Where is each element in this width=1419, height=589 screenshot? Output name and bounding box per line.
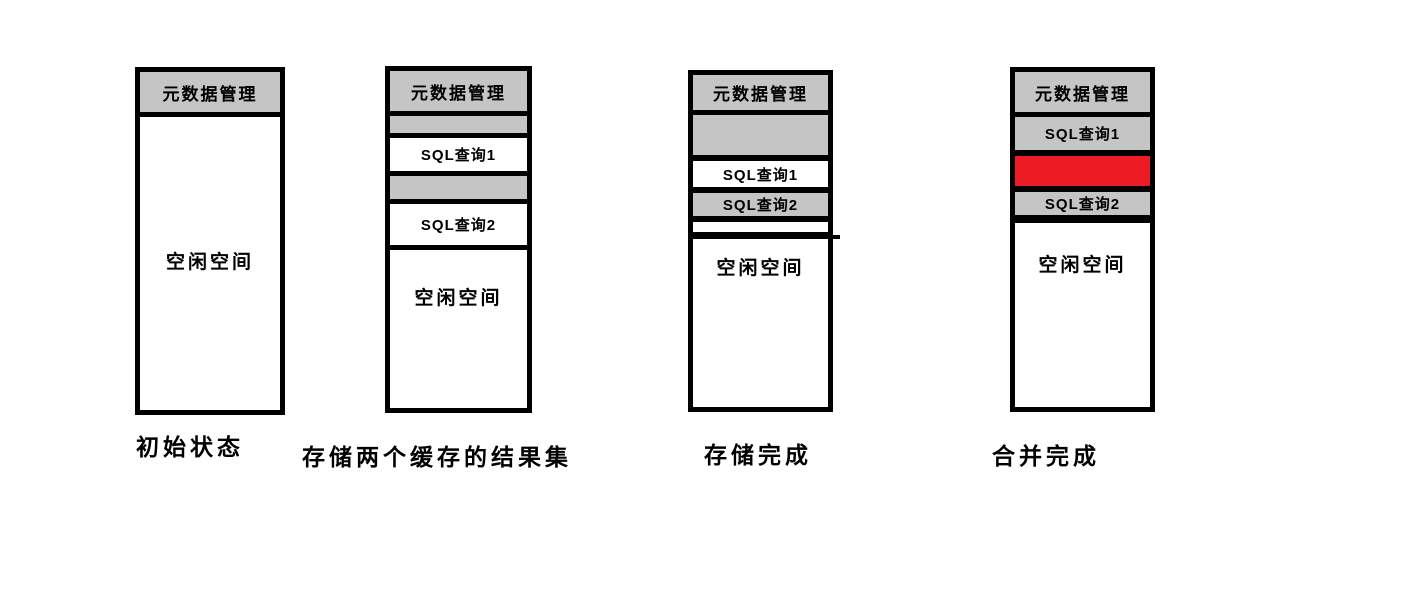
metadata-header-block: 元数据管理 bbox=[390, 71, 527, 116]
sql-query-2-label: SQL查询2 bbox=[1044, 196, 1121, 213]
sql-query-1-label: SQL查询1 bbox=[1044, 126, 1121, 143]
free-space-label: 空闲空间 bbox=[1038, 255, 1127, 276]
free-space-label: 空闲空间 bbox=[165, 252, 254, 273]
free-space-block: 空闲空间 bbox=[140, 117, 280, 410]
metadata-header-block: 元数据管理 bbox=[1015, 72, 1150, 117]
sql-query-1-block: SQL查询1 bbox=[693, 161, 828, 193]
free-space-block: 空闲空间 bbox=[390, 250, 527, 408]
sql-query-2-label: SQL查询2 bbox=[420, 217, 497, 234]
sql-query-2-block: SQL查询2 bbox=[693, 193, 828, 222]
sql-query-2-label: SQL查询2 bbox=[722, 197, 799, 214]
tick-mark bbox=[830, 235, 840, 239]
sql-query-1-block: SQL查询1 bbox=[1015, 117, 1150, 156]
metadata-header-label: 元数据管理 bbox=[1035, 84, 1130, 104]
column-caption-stored: 存储完成 bbox=[704, 443, 812, 468]
metadata-header-block: 元数据管理 bbox=[140, 72, 280, 117]
memory-column-initial: 元数据管理 空闲空间 bbox=[135, 67, 285, 415]
memory-column-stored: 元数据管理 SQL查询1 SQL查询2 空闲空间 bbox=[688, 70, 833, 412]
metadata-header-label: 元数据管理 bbox=[162, 84, 258, 104]
free-space-label: 空闲空间 bbox=[414, 288, 503, 309]
column-caption-two-results: 存储两个缓存的结果集 bbox=[302, 445, 572, 470]
gray-filler-block bbox=[390, 116, 527, 138]
sql-query-2-block: SQL查询2 bbox=[390, 204, 527, 250]
metadata-header-block: 元数据管理 bbox=[693, 75, 828, 115]
memory-column-two-results: 元数据管理 SQL查询1 SQL查询2 空闲空间 bbox=[385, 66, 532, 413]
memory-column-merged: 元数据管理 SQL查询1 SQL查询2 空闲空间 bbox=[1010, 67, 1155, 412]
free-space-block: 空闲空间 bbox=[1015, 223, 1150, 407]
gray-filler-block bbox=[693, 115, 828, 161]
gray-filler-block bbox=[390, 176, 527, 204]
metadata-header-label: 元数据管理 bbox=[713, 85, 808, 104]
metadata-header-label: 元数据管理 bbox=[411, 83, 506, 103]
sql-query-2-block: SQL查询2 bbox=[1015, 192, 1150, 223]
column-caption-initial: 初始状态 bbox=[136, 435, 244, 460]
empty-white-block bbox=[693, 222, 828, 239]
column-caption-merged: 合并完成 bbox=[992, 444, 1100, 469]
merged-red-block bbox=[1015, 156, 1150, 192]
sql-query-1-block: SQL查询1 bbox=[390, 138, 527, 176]
free-space-block: 空闲空间 bbox=[693, 239, 828, 407]
sql-query-1-label: SQL查询1 bbox=[722, 166, 799, 184]
free-space-label: 空闲空间 bbox=[716, 258, 805, 279]
sql-query-1-label: SQL查询1 bbox=[420, 147, 497, 164]
